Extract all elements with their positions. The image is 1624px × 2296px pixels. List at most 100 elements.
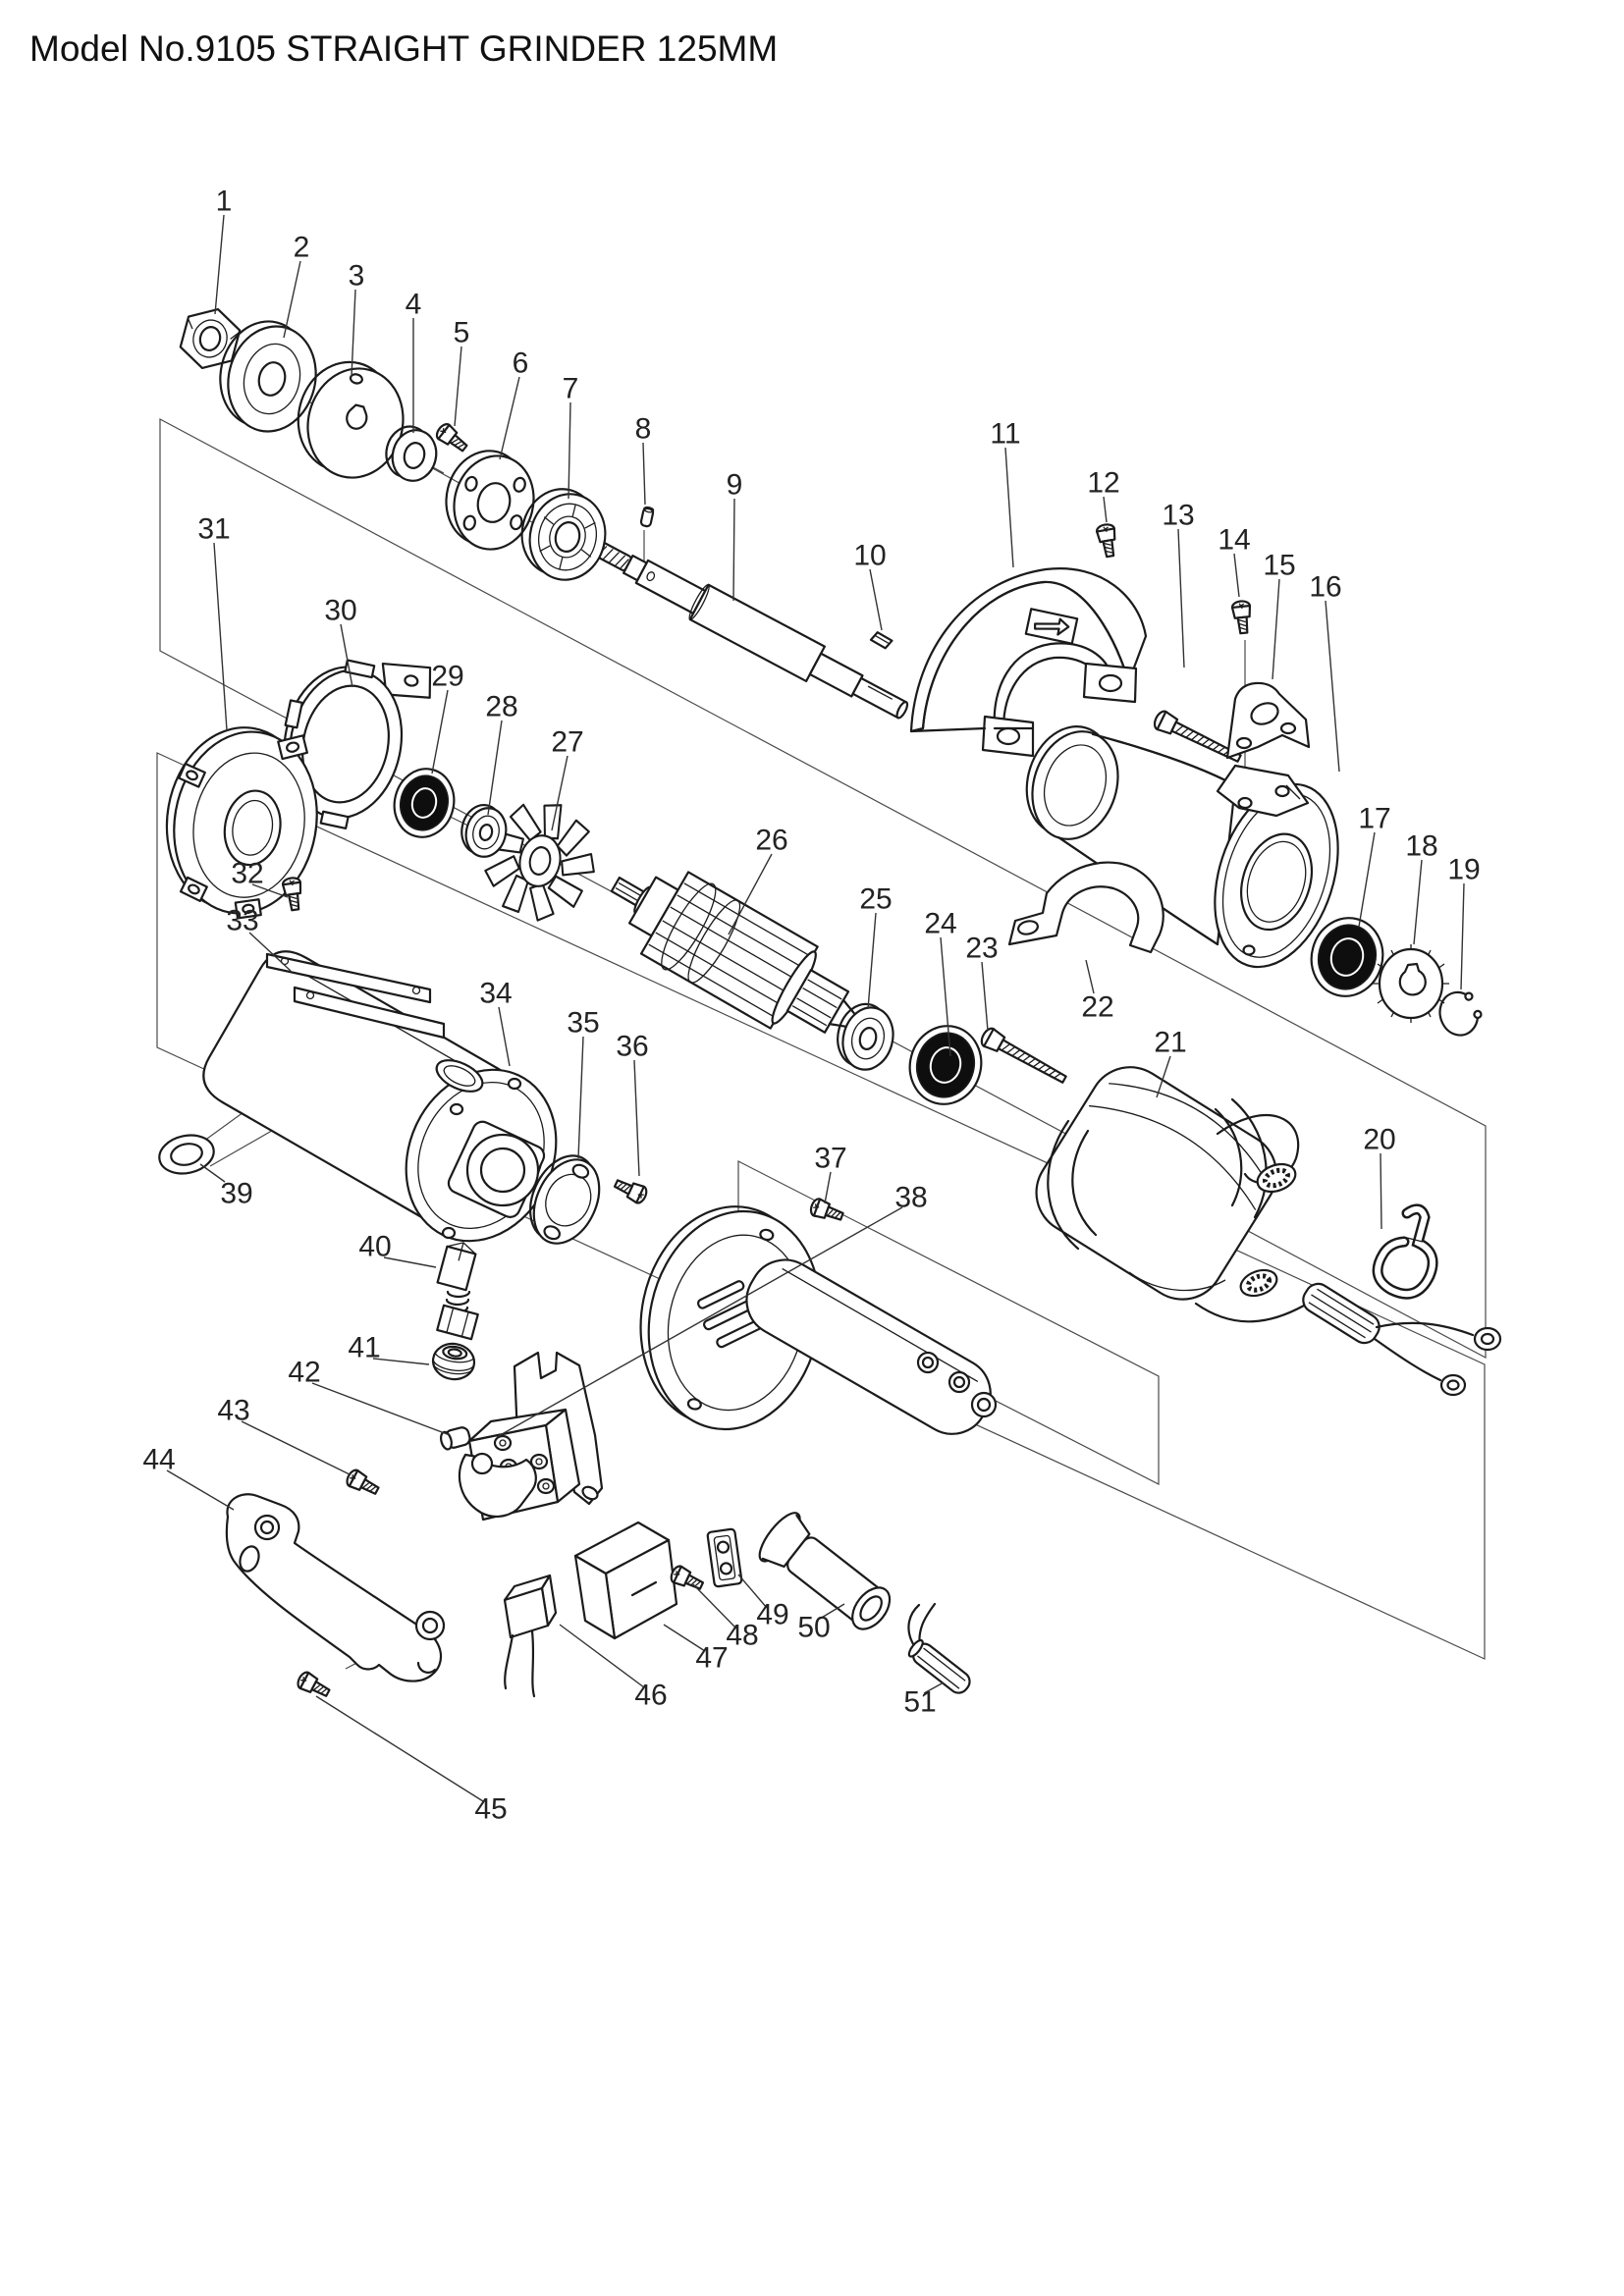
leader-line-9 — [732, 498, 735, 602]
page-title: Model No.9105 STRAIGHT GRINDER 125MM — [29, 28, 778, 69]
part-number-label-34: 34 — [479, 978, 512, 1010]
part-drawing-25-washer — [837, 1002, 894, 1071]
leader-line-43 — [241, 1420, 351, 1475]
part-number-label-16: 16 — [1309, 571, 1341, 604]
part-drawing-29-bearing — [393, 768, 456, 838]
leader-line-26 — [728, 853, 773, 935]
part-number-label-21: 21 — [1154, 1027, 1186, 1059]
part-number-label-37: 37 — [814, 1143, 846, 1175]
part-number-label-49: 49 — [756, 1599, 788, 1631]
part-drawing-24-bearing — [908, 1025, 983, 1105]
part-number-label-39: 39 — [220, 1178, 252, 1210]
part-number-label-11: 11 — [990, 418, 1020, 451]
part-drawing-41-cap — [431, 1342, 476, 1381]
part-drawing-5-screw — [433, 420, 471, 456]
part-drawing-37-screw — [807, 1196, 846, 1226]
part-number-label-3: 3 — [349, 260, 365, 293]
part-number-label-25: 25 — [859, 883, 892, 916]
part-number-label-19: 19 — [1447, 854, 1480, 886]
part-drawing-30-ring — [283, 659, 432, 830]
part-drawing-50-grip — [758, 1512, 892, 1630]
leader-line-25 — [867, 912, 877, 1010]
part-number-label-28: 28 — [485, 691, 517, 723]
part-drawing-19-snap-ring — [1438, 990, 1483, 1037]
part-drawing-21-field — [1035, 1066, 1502, 1397]
part-number-label-26: 26 — [755, 825, 787, 857]
leader-line-28 — [487, 720, 503, 816]
leader-line-32 — [251, 883, 289, 898]
leader-line-37 — [824, 1171, 832, 1204]
part-drawing-51-cord — [907, 1602, 971, 1694]
part-drawing-49-plate — [706, 1527, 743, 1588]
part-number-label-2: 2 — [294, 232, 310, 264]
part-drawing-46-condenser — [503, 1574, 558, 1698]
leader-line-17 — [1358, 831, 1376, 928]
leader-line-2 — [283, 260, 301, 339]
leader-line-50 — [819, 1603, 845, 1620]
leader-line-16 — [1325, 600, 1340, 773]
part-drawing-22-clamp — [1007, 861, 1164, 954]
leader-line-30 — [340, 623, 353, 688]
part-number-label-42: 42 — [288, 1357, 320, 1389]
part-number-label-24: 24 — [924, 908, 956, 940]
part-drawing-8-pin — [639, 506, 655, 528]
part-drawing-33-plate — [265, 952, 446, 1040]
part-drawing-34-motor-housing — [202, 950, 558, 1243]
part-drawing-18-gear — [1373, 944, 1449, 1023]
part-number-label-51: 51 — [903, 1686, 936, 1719]
leader-line-48 — [692, 1583, 737, 1629]
leader-line-24 — [940, 936, 951, 1057]
part-drawing-2-outer-flange — [219, 320, 317, 433]
leader-line-33 — [248, 932, 292, 972]
part-number-label-33: 33 — [226, 905, 258, 937]
leader-line-23 — [981, 961, 989, 1032]
part-drawing-43-screw — [343, 1467, 383, 1500]
part-drawing-38-handle — [639, 1205, 998, 1435]
leader-line-13 — [1177, 528, 1185, 668]
leader-line-5 — [454, 346, 462, 427]
part-number-label-1: 1 — [216, 186, 233, 218]
leader-line-38 — [496, 1206, 903, 1438]
part-drawing-7-bearing — [520, 488, 607, 581]
leader-line-31 — [213, 542, 228, 731]
part-number-label-41: 41 — [348, 1332, 380, 1364]
part-drawing-26-armature — [610, 871, 860, 1034]
part-number-label-17: 17 — [1358, 803, 1390, 835]
part-number-label-32: 32 — [231, 858, 263, 890]
part-drawing-28-washer — [460, 804, 508, 858]
part-number-label-22: 22 — [1081, 991, 1113, 1024]
leader-line-44 — [166, 1469, 235, 1511]
leader-line-49 — [737, 1574, 768, 1609]
part-drawing-17-bearing — [1310, 917, 1384, 997]
part-number-label-5: 5 — [454, 317, 470, 349]
part-number-label-40: 40 — [358, 1231, 391, 1263]
part-number-label-6: 6 — [513, 347, 529, 380]
leader-line-6 — [499, 376, 520, 460]
part-number-label-29: 29 — [431, 661, 463, 693]
part-drawing-44-lever — [225, 1493, 446, 1682]
part-number-label-35: 35 — [567, 1007, 599, 1040]
leader-line-45 — [315, 1695, 484, 1802]
part-drawing-20-hook — [1372, 1203, 1438, 1300]
leader-line-39 — [199, 1163, 226, 1183]
part-number-label-47: 47 — [695, 1642, 728, 1675]
leader-line-42 — [311, 1382, 451, 1436]
leader-line-47 — [663, 1624, 706, 1652]
part-number-label-4: 4 — [406, 289, 422, 321]
part-drawing-16-bearing-box — [1025, 725, 1339, 969]
part-drawing-15-bracket — [1225, 681, 1311, 760]
part-drawing-6-flange — [445, 450, 535, 551]
part-number-label-12: 12 — [1087, 467, 1119, 500]
leader-line-12 — [1103, 496, 1108, 523]
part-drawing-45-screw — [294, 1669, 334, 1702]
leader-line-46 — [559, 1624, 645, 1688]
part-number-label-31: 31 — [197, 513, 230, 546]
part-number-label-44: 44 — [142, 1444, 175, 1476]
leader-line-11 — [1004, 447, 1014, 568]
part-number-label-45: 45 — [474, 1793, 507, 1826]
leader-line-1 — [214, 214, 225, 315]
part-number-label-8: 8 — [635, 413, 652, 446]
part-number-label-10: 10 — [853, 540, 886, 572]
part-number-label-20: 20 — [1363, 1124, 1395, 1156]
